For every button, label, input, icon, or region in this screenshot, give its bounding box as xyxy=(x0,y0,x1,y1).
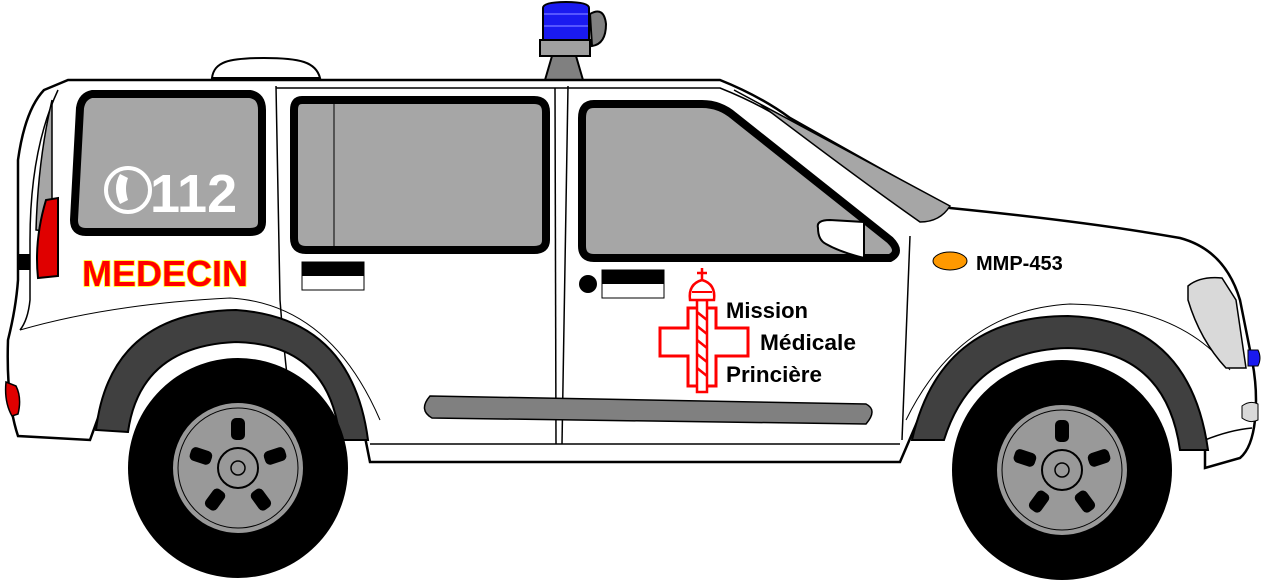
phone-handset-icon xyxy=(104,166,152,214)
front-bumper-line xyxy=(1204,427,1253,441)
org-line-princiere: Princière xyxy=(726,362,822,387)
rear-reflector xyxy=(18,254,30,270)
org-line-mission: Mission xyxy=(726,298,808,323)
rear-door-handle xyxy=(301,261,365,291)
rear-hatch-line xyxy=(19,89,59,331)
fog-light xyxy=(1241,401,1259,423)
tail-light xyxy=(36,196,59,280)
rear-wheel xyxy=(94,308,370,578)
rear-bumper-light xyxy=(4,380,21,417)
registration-number: MMP-453 xyxy=(976,253,1063,275)
side-label-medecin: MEDECIN xyxy=(82,253,248,294)
windshield xyxy=(733,89,952,223)
front-wheel xyxy=(910,314,1210,580)
red-cross-staff-crown-icon xyxy=(658,268,750,394)
front-body-crease xyxy=(905,303,1231,421)
roof-dome xyxy=(210,56,322,79)
rear-door-front-edge xyxy=(561,85,569,445)
side-mirror xyxy=(816,218,865,260)
front-door-handle xyxy=(601,269,665,299)
side-indicator xyxy=(932,251,968,271)
side-molding xyxy=(423,395,873,425)
roof-beacon xyxy=(539,0,608,81)
front-door-rear-edge xyxy=(554,87,557,445)
door-lock xyxy=(579,275,597,293)
rear-door-window xyxy=(290,96,550,254)
front-beacon xyxy=(1247,349,1261,367)
headlight xyxy=(1187,276,1247,369)
front-door-front-edge xyxy=(901,235,911,441)
body-crease xyxy=(19,297,381,421)
front-door-window xyxy=(578,100,900,262)
emergency-number: 112 xyxy=(150,164,237,224)
org-line-medicale: Médicale xyxy=(760,330,856,355)
